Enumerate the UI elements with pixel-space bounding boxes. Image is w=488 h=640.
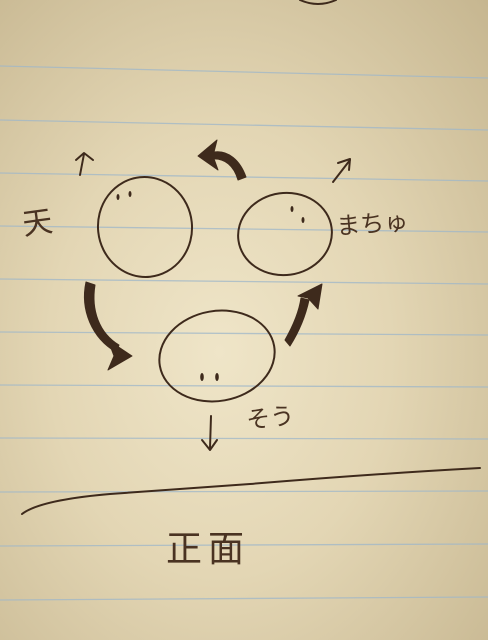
eyes: [116, 191, 305, 381]
right-circle: [237, 191, 333, 277]
left-up-arrow: [75, 152, 94, 176]
left-label: 天: [20, 204, 55, 243]
front-label: 正面: [166, 529, 251, 570]
bottom-circle: [158, 309, 276, 403]
right-up-arrow: [332, 158, 351, 183]
top-curved-arrow: [197, 139, 247, 181]
right-curved-arrow: [284, 283, 323, 347]
left-curved-arrow: [84, 281, 133, 371]
right-circle-eyes: [290, 206, 294, 212]
left-circle: [96, 176, 194, 278]
left-circle-eyes: [116, 194, 120, 200]
down-arrow: [201, 415, 218, 451]
bottom-circle-eyes: [200, 373, 204, 381]
right-label: まちゅ: [335, 207, 410, 241]
top-partial-circle: [299, 0, 337, 5]
ground-line: [21, 467, 481, 515]
bottom-label: そう: [244, 401, 296, 435]
ruled-lines: [0, 65, 488, 601]
